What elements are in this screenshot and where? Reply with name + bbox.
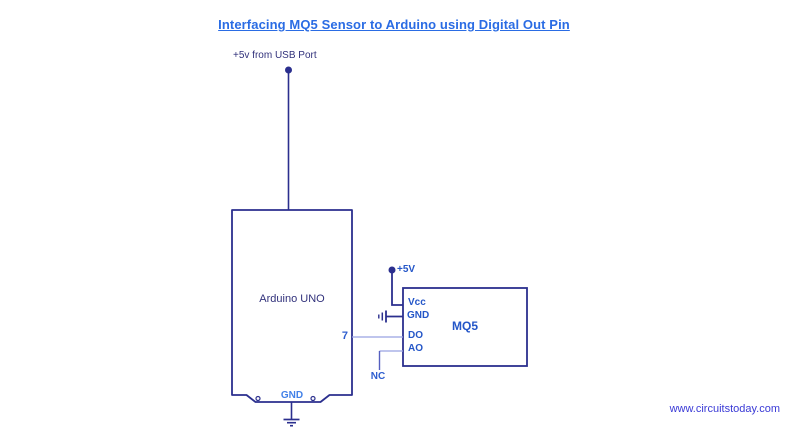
- nc-label: NC: [370, 371, 386, 382]
- vcc-supply-label: +5V: [397, 264, 416, 275]
- mq5-pin-vcc-label: Vcc: [408, 297, 426, 308]
- mq5-pin-ao-label: AO: [408, 343, 423, 354]
- mq5-ground-symbol: [378, 310, 403, 323]
- mq5-module-label: MQ5: [451, 319, 478, 333]
- arduino-pin7-label: 7: [341, 330, 348, 342]
- mq5-module-outline: [402, 287, 528, 367]
- diagram-title: Interfacing MQ5 Sensor to Arduino using …: [218, 17, 570, 32]
- arduino-gnd-pin-label: GND: [280, 390, 304, 401]
- vcc-supply-node: [388, 266, 396, 274]
- vcc-supply-wire: [391, 271, 403, 306]
- arduino-mount-hole-right: [310, 395, 316, 402]
- arduino-mount-hole-left: [255, 395, 261, 402]
- website-watermark: www.circuitstoday.com: [669, 403, 780, 415]
- usb-power-label: +5v from USB Port: [233, 50, 317, 61]
- arduino-board-outline: [231, 209, 353, 403]
- ao-nc-wire: [378, 350, 403, 370]
- arduino-board-label: Arduino UNO: [259, 293, 325, 305]
- arduino-ground-symbol: [283, 402, 300, 427]
- mq5-pin-gnd-label: GND: [407, 310, 430, 321]
- mq5-pin-do-label: DO: [408, 330, 423, 341]
